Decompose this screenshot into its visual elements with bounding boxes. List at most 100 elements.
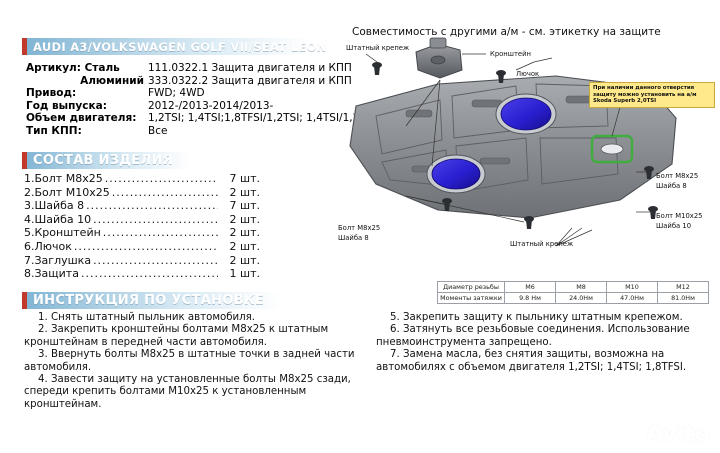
spec-value-article-steel: 111.0322.1 Защита двигателя и КПП — [148, 62, 352, 74]
spec-row-engine: Объем двигателя: 1,2TSI; 1,4TSI;1,8TFSI/… — [26, 112, 354, 125]
model-banner-title: AUDI A3/VOLKSWAGEN GOLF VII/SEAT LEON — [33, 39, 327, 54]
torque-header-thread: Диаметр резьбы — [437, 281, 505, 293]
access-hatch-upper — [495, 93, 557, 135]
parts-item-name: 2.Болт M10x25 — [24, 185, 110, 199]
specification-table: Артикул: Сталь 111.0322.1 Защита двигате… — [26, 62, 354, 138]
parts-list-item: 7.Заглушка..............................… — [24, 254, 260, 268]
parts-item-leader-dots: ........................................… — [111, 185, 218, 199]
parts-list-item: 4.Шайба 10..............................… — [24, 213, 260, 227]
spec-row-article-steel: Артикул: Сталь 111.0322.1 Защита двигате… — [26, 62, 354, 75]
model-banner: AUDI A3/VOLKSWAGEN GOLF VII/SEAT LEON — [22, 38, 326, 55]
parts-item-quantity: 2 шт. — [229, 239, 260, 253]
instruction-step: 6. Затянуть все резьбовые соединения. Ис… — [376, 324, 690, 348]
parts-list-item: 2.Болт M10x25...........................… — [24, 186, 260, 200]
leader-lines — [365, 53, 652, 247]
banner-accent-bar — [22, 292, 27, 309]
parts-banner: СОСТАВ ИЗДЕЛИЯ — [22, 152, 190, 169]
parts-item-quantity: 1 шт. — [229, 267, 260, 281]
torque-table: Диаметр резьбы M6 M8 M10 M12 Моменты зат… — [437, 281, 709, 304]
instruction-step: 1. Снять штатный пыльник автомобиля. — [38, 312, 256, 323]
parts-list: 1.Болт M8x25............................… — [24, 172, 260, 281]
torque-row-thread: Диаметр резьбы M6 M8 M10 M12 — [437, 281, 709, 293]
parts-item-leader-dots: ........................................… — [93, 253, 218, 267]
diagram-caption: Совместимость с другими а/м - см. этикет… — [352, 26, 661, 38]
spec-label-engine: Объем двигателя: — [26, 112, 137, 125]
parts-item-name: 7.Заглушка — [24, 253, 92, 267]
parts-item-name: 5.Кронштейн — [24, 226, 101, 240]
parts-item-quantity: 2 шт. — [229, 253, 260, 267]
torque-thread-1: M8 — [555, 281, 607, 293]
parts-item-leader-dots: ........................................… — [73, 239, 218, 253]
avito-watermark-text: Avito — [646, 422, 710, 447]
parts-item-leader-dots: ........................................… — [93, 212, 218, 226]
parts-item-leader-dots: ........................................… — [86, 199, 218, 213]
label-standard-fastener-top: Штатный крепеж — [346, 44, 410, 52]
spec-label-year: Год выпуска: — [26, 99, 107, 112]
torque-row-value: Моменты затяжки 9.8 Нм 24.0Нм 47.0Нм 81.… — [437, 292, 709, 304]
spec-value-engine: 1,2TSI; 1,4TSI;1,8TFSI/1,2TSI; 1,4TSI/1,… — [148, 112, 354, 125]
spec-label-drive: Привод: — [26, 87, 77, 100]
instructions-banner-title: ИНСТРУКЦИЯ ПО УСТАНОВКЕ — [33, 293, 265, 308]
instructions-column-left: 1. Снять штатный пыльник автомобиля.2. З… — [24, 312, 374, 411]
spec-value-article-alu: 333.0322.2 Защита двигателя и КПП — [148, 74, 352, 87]
spec-row-gearbox: Тип КПП: Все — [26, 125, 354, 138]
parts-list-item: 5.Кронштейн.............................… — [24, 226, 260, 240]
label-washer-right-4: Шайба 10 — [656, 222, 692, 230]
torque-thread-0: M6 — [504, 281, 556, 293]
torque-thread-2: M10 — [606, 281, 658, 293]
parts-item-quantity: 7 шт. — [229, 199, 260, 213]
torque-value-1: 24.0Нм — [555, 292, 607, 304]
parts-list-item: 8.Защита................................… — [24, 267, 260, 281]
avito-logo-icon — [622, 425, 642, 444]
skoda-superb-note: При наличии данного отверстия защиту мож… — [589, 82, 715, 108]
parts-list-item: 3.Шайба 8...............................… — [24, 199, 260, 213]
spec-row-year: Год выпуска: 2012-/2013-2014/2013- — [26, 100, 354, 113]
label-bolt-right-1: Болт M8x25 — [656, 172, 699, 180]
torque-thread-3: M12 — [657, 281, 709, 293]
parts-item-leader-dots: ........................................… — [102, 226, 218, 240]
label-hatch: Лючок — [516, 70, 540, 78]
spec-row-article-alu: Алюминий 333.0322.2 Защита двигателя и К… — [26, 75, 354, 88]
spec-value-drive: FWD; 4WD — [148, 87, 205, 100]
label-washer-right-2: Шайба 8 — [656, 182, 687, 190]
avito-watermark: Avito — [621, 422, 710, 447]
spec-label-aluminium: Алюминий — [80, 74, 144, 87]
spec-value-gearbox: Все — [148, 124, 168, 137]
access-hatch-lower — [426, 154, 486, 194]
parts-item-name: 1.Болт M8x25 — [24, 172, 103, 185]
torque-value-3: 81.0Нм — [657, 292, 709, 304]
skid-plate-illustration — [349, 37, 677, 247]
parts-item-name: 8.Защита — [24, 267, 79, 281]
parts-item-quantity: 2 шт. — [229, 185, 260, 199]
parts-list-item: 6.Лючок.................................… — [24, 240, 260, 254]
instruction-step: 7. Замена масла, без снятия защиты, возм… — [376, 349, 687, 373]
banner-accent-bar — [22, 38, 27, 55]
bracket-part — [415, 37, 463, 79]
label-washer-left-2: Шайба 8 — [338, 234, 369, 242]
spec-value-year: 2012-/2013-2014/2013- — [148, 99, 274, 112]
instructions-column-right: 5. Закрепить защиту к пыльнику штатным к… — [376, 312, 708, 374]
torque-value-2: 47.0Нм — [606, 292, 658, 304]
label-standard-fastener-bottom: Штатный крепеж — [510, 240, 574, 248]
instruction-step: 2. Закрепить кронштейны болтами M8x25 к … — [24, 324, 329, 348]
highlighted-opening — [590, 134, 634, 164]
torque-value-0: 9.8 Нм — [504, 292, 556, 304]
parts-list-item: 1.Болт M8x25............................… — [24, 172, 260, 186]
parts-item-quantity: 2 шт. — [229, 212, 260, 226]
instruction-step: 5. Закрепить защиту к пыльнику штатным к… — [390, 312, 683, 323]
banner-accent-bar — [22, 152, 27, 169]
spec-label-gearbox: Тип КПП: — [26, 124, 82, 137]
parts-item-name: 6.Лючок — [24, 239, 72, 253]
parts-item-quantity: 7 шт. — [229, 172, 260, 185]
parts-item-name: 4.Шайба 10 — [24, 212, 92, 226]
parts-item-name: 3.Шайба 8 — [24, 199, 85, 213]
label-bolt-right-3: Болт M10x25 — [656, 212, 703, 220]
label-bracket: Кронштейн — [490, 50, 531, 58]
spec-row-drive: Привод: FWD; 4WD — [26, 87, 354, 100]
torque-header-value: Моменты затяжки — [437, 292, 505, 304]
parts-item-leader-dots: ........................................… — [104, 172, 218, 185]
instructions-banner: ИНСТРУКЦИЯ ПО УСТАНОВКЕ — [22, 292, 280, 309]
parts-item-leader-dots: ........................................… — [80, 267, 218, 281]
spec-label-article: Артикул: Сталь — [26, 62, 120, 74]
